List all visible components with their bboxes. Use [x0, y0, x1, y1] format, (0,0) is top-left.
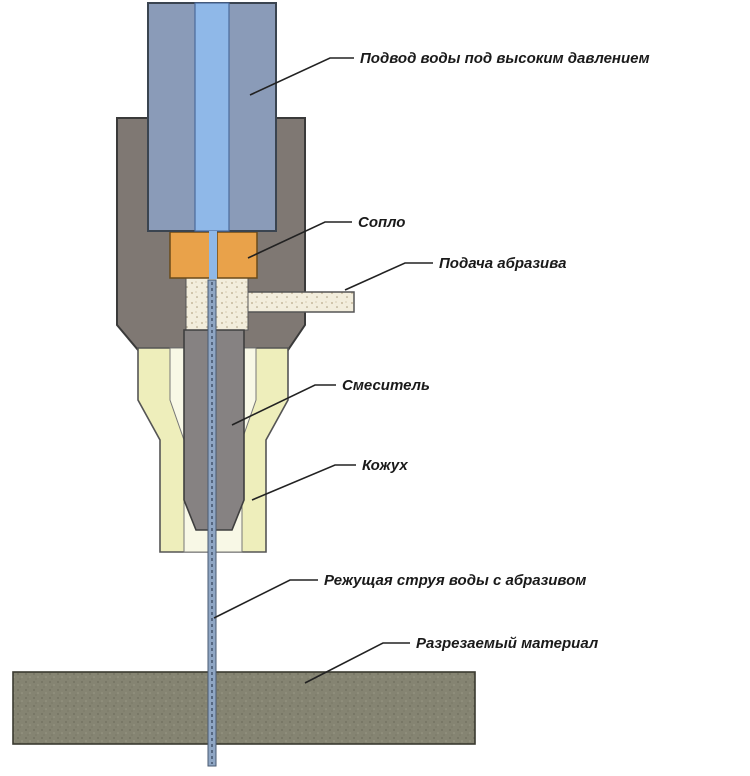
leader-water-inlet — [249, 57, 354, 96]
label-cutting-jet: Режущая струя воды с абразивом — [324, 572, 586, 589]
abrasive-feed-tube — [239, 291, 355, 313]
abrasive-chamber — [185, 277, 249, 331]
label-mixer: Смеситель — [342, 377, 430, 394]
leader-abrasive-feed — [344, 262, 433, 291]
water-channel — [194, 2, 230, 232]
material-block — [12, 671, 476, 745]
label-nozzle: Сопло — [358, 214, 405, 231]
water-channel-narrow — [209, 231, 217, 279]
nozzle-right — [216, 231, 258, 279]
label-material: Разрезаемый материал — [416, 635, 599, 652]
label-water-inlet: Подвод воды под высоким давлением — [360, 50, 650, 67]
leader-nozzle — [247, 221, 352, 259]
label-abrasive-feed: Подача абразива — [439, 255, 566, 272]
leader-casing — [251, 464, 356, 501]
leader-cutting-jet — [213, 579, 318, 619]
nozzle-left — [169, 231, 212, 279]
leader-mixer — [231, 384, 336, 426]
leader-material — [304, 642, 410, 684]
label-casing: Кожух — [362, 457, 408, 474]
